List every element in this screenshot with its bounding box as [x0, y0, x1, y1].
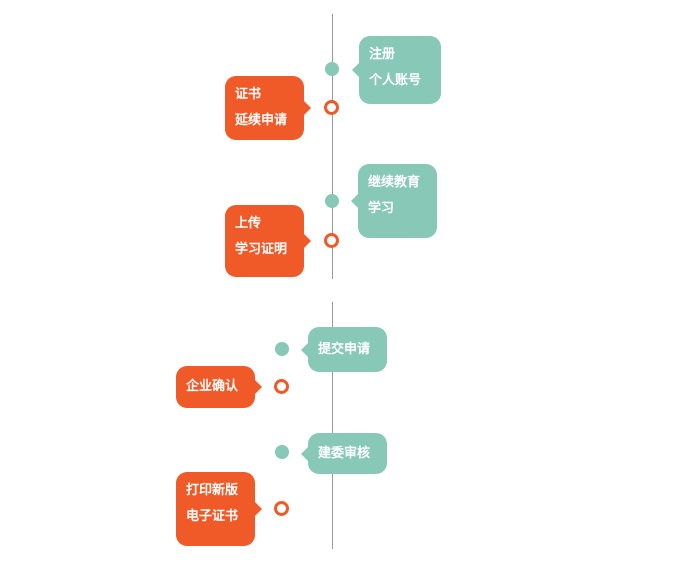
step-4-label-line-2: 学习证明: [235, 242, 288, 257]
step-3-label-line-1: 继续教育: [368, 175, 421, 190]
step-3-marker: [325, 194, 339, 208]
step-6-marker: [274, 379, 289, 394]
step-4-label-line-1: 上传: [235, 216, 262, 231]
step-1-label-line-1: 注册: [369, 47, 396, 62]
step-8-label-line-2: 电子证书: [186, 509, 239, 524]
step-7-marker: [275, 445, 289, 459]
step-2-bubble: 证书 延续申请: [225, 76, 311, 140]
timeline-line-upper: [332, 14, 333, 279]
step-1-marker: [325, 62, 339, 76]
step-2-label-line-1: 证书: [235, 87, 262, 102]
step-8-label-line-1: 打印新版: [186, 483, 239, 498]
step-6-label: 企业确认: [186, 379, 239, 394]
step-4-bubble: 上传 学习证明: [225, 205, 311, 277]
step-6-bubble: 企业确认: [176, 366, 262, 408]
step-5-marker: [275, 342, 289, 356]
step-3-bubble: 继续教育 学习: [351, 164, 437, 238]
step-1-bubble: 注册 个人账号: [352, 36, 441, 104]
step-4-marker: [324, 233, 339, 248]
timeline-line-lower: [332, 302, 333, 549]
step-2-marker: [324, 100, 339, 115]
step-3-label-line-2: 学习: [368, 201, 395, 216]
step-5-bubble: 提交申请: [301, 327, 387, 372]
step-8-marker: [274, 501, 289, 516]
step-7-label: 建委审核: [318, 445, 371, 461]
step-8-bubble: 打印新版 电子证书: [176, 472, 262, 546]
step-5-label: 提交申请: [318, 341, 371, 357]
step-1-label-line-2: 个人账号: [369, 73, 422, 88]
step-7-bubble: 建委审核: [301, 433, 387, 474]
step-2-label-line-2: 延续申请: [235, 113, 288, 128]
